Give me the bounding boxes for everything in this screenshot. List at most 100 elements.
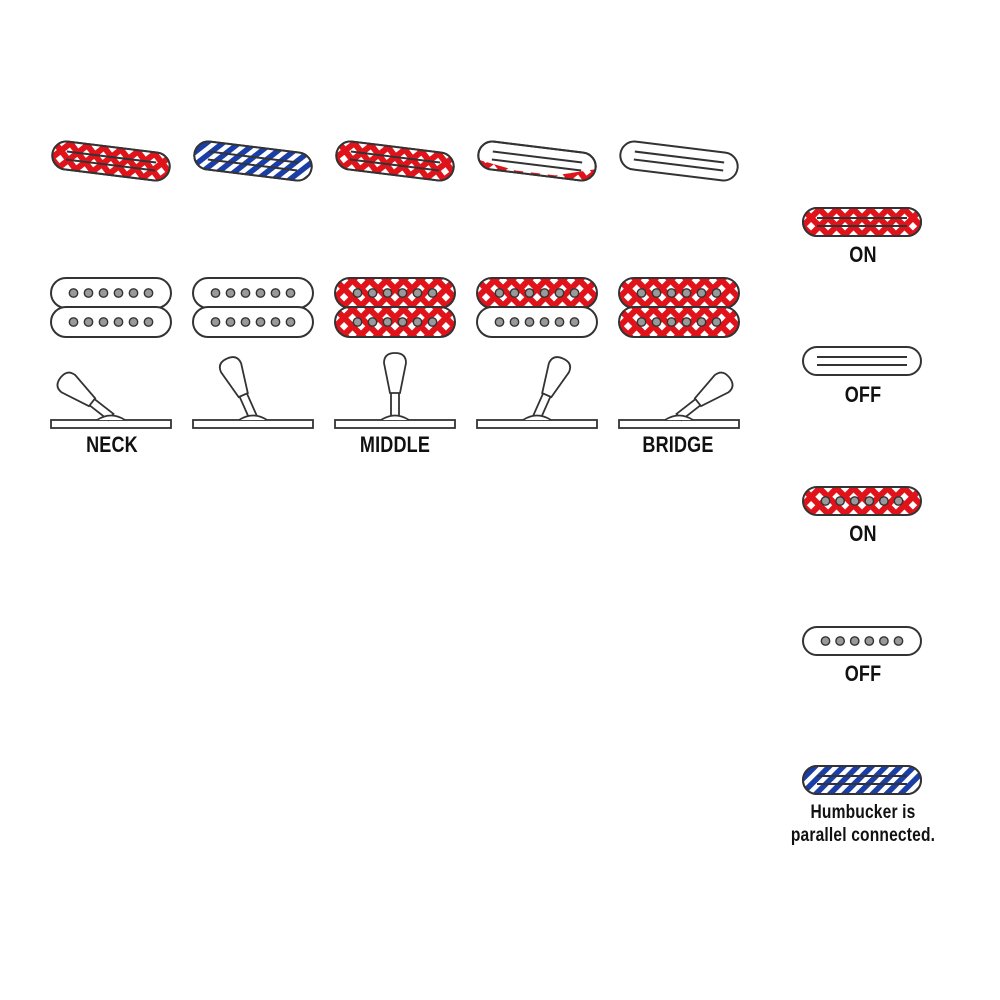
pole-piece (240, 317, 251, 327)
pole-piece (397, 288, 408, 298)
switch-pivot (96, 414, 126, 421)
pole-piece (427, 288, 438, 298)
humbucker-upper-coil (50, 277, 172, 309)
pole-piece (666, 317, 677, 327)
blade-line (66, 150, 157, 164)
pole-piece (849, 636, 860, 646)
pole-piece (893, 496, 904, 506)
pole-piece (98, 317, 109, 327)
pole-piece (539, 288, 550, 298)
position-label-neck: NECK (86, 432, 138, 457)
pole-piece (636, 288, 647, 298)
blade-line (491, 158, 582, 172)
legend-label-rail-on: ON (849, 242, 877, 267)
legend-rail-on (802, 207, 922, 237)
pole-piece (569, 317, 580, 327)
blade-line (350, 150, 441, 164)
pole-piece (113, 317, 124, 327)
pole-piece (128, 317, 139, 327)
five-way-switch (618, 371, 740, 429)
blade-line (633, 158, 724, 172)
pole-piece (835, 636, 846, 646)
pole-piece (835, 496, 846, 506)
switch-tip (218, 356, 249, 399)
pole-piece (681, 288, 692, 298)
switch-plate (192, 419, 314, 429)
blade-line (349, 158, 440, 172)
pole-piece (509, 317, 520, 327)
pole-piece (367, 288, 378, 298)
pole-piece (820, 496, 831, 506)
pole-piece (651, 317, 662, 327)
switch-lever (218, 356, 258, 420)
humbucker-upper-coil (192, 277, 314, 309)
position-label-bridge: BRIDGE (642, 432, 714, 457)
pole-piece (711, 288, 722, 298)
pole-piece (225, 317, 236, 327)
pole-piece (696, 317, 707, 327)
humbucker-lower-coil (476, 306, 598, 338)
pole-piece (864, 496, 875, 506)
switch-plate (618, 419, 740, 429)
legend-label-single-on: ON (849, 521, 877, 546)
humbucker-lower-coil (618, 306, 740, 338)
top-rail-pickup (193, 140, 313, 182)
pole-piece (128, 288, 139, 298)
pole-piece (113, 288, 124, 298)
five-way-switch (192, 356, 314, 429)
humbucker-lower-coil (334, 306, 456, 338)
top-rail-pickup (477, 140, 597, 182)
pole-piece (285, 288, 296, 298)
switch-plate (334, 419, 456, 429)
switch-tip (541, 356, 572, 399)
pole-piece (83, 317, 94, 327)
pole-piece (879, 496, 889, 506)
pole-piece (427, 317, 438, 327)
blade-line (65, 158, 156, 172)
humbucker-lower-coil (50, 306, 172, 338)
switch-lever (383, 352, 407, 418)
pole-piece (240, 288, 251, 298)
switch-pivot (380, 414, 410, 421)
switch-position (50, 140, 172, 429)
pole-piece (554, 288, 565, 298)
legend-label-parallel-line2: parallel connected. (790, 825, 936, 846)
switch-plate (50, 419, 172, 429)
pole-piece (210, 288, 221, 298)
switch-position (192, 140, 314, 429)
switch-lever (675, 371, 734, 422)
blade-line (492, 150, 583, 164)
pole-piece (285, 317, 296, 327)
pole-piece (412, 317, 423, 327)
humbucker-upper-coil (476, 277, 598, 309)
pole-piece (143, 317, 154, 327)
pole-piece (382, 317, 393, 327)
pole-piece (696, 288, 707, 298)
legend-label-rail-off: OFF (844, 382, 882, 407)
humbucker-lower-coil (192, 306, 314, 338)
pole-piece (681, 317, 692, 327)
top-rail-pickup (51, 140, 171, 182)
pole-piece (255, 317, 266, 327)
top-rail-pickup (619, 140, 739, 182)
pole-piece (554, 317, 565, 327)
top-rail-pickup (335, 140, 455, 182)
pole-piece (352, 288, 363, 298)
pole-piece (524, 317, 535, 327)
five-way-switch (476, 356, 598, 429)
pole-piece (651, 288, 662, 298)
pole-piece (524, 288, 535, 298)
pole-piece (820, 636, 831, 646)
pole-piece (569, 288, 580, 298)
pole-piece (382, 288, 393, 298)
position-label-middle: MIDDLE (359, 432, 431, 457)
switch-tip (693, 371, 734, 408)
legend (802, 207, 922, 795)
blade-line (207, 158, 298, 172)
switch-pivot (664, 414, 694, 421)
pole-piece (83, 288, 94, 298)
pole-piece (666, 288, 677, 298)
pole-piece (494, 288, 505, 298)
pole-piece (68, 288, 79, 298)
